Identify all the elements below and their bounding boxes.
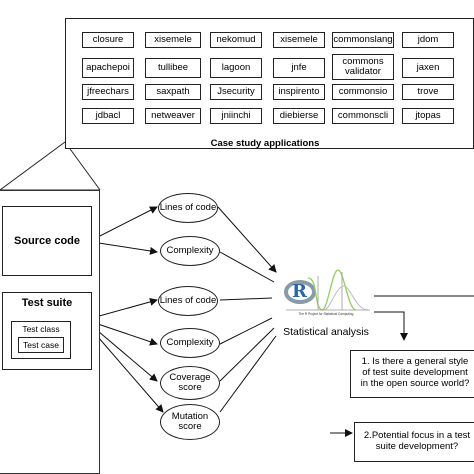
app-item: inspirento: [273, 84, 325, 100]
app-item: jnfe: [273, 58, 325, 78]
app-item: xisemele: [273, 32, 325, 48]
r-logo-graphic: [284, 269, 370, 311]
r-logo-letter: R: [292, 281, 307, 302]
app-item: trove: [402, 84, 454, 100]
arrow-to-question-1: [374, 311, 408, 341]
app-item: tullibee: [145, 58, 201, 78]
metric-complexity-test: Complexity: [160, 328, 220, 358]
app-item: commonsio: [332, 84, 394, 100]
app-item: lagoon: [210, 58, 262, 78]
metric-label: Mutation score: [171, 410, 209, 432]
app-item: commonslang: [332, 32, 394, 48]
app-item: jfreechars: [82, 84, 134, 100]
app-item: nekomud: [210, 32, 262, 48]
source-code-box: Source code: [2, 206, 92, 276]
arrow-source-loc: [91, 206, 158, 241]
metric-label: Lines of code: [159, 201, 217, 213]
app-item: jdbacl: [82, 108, 134, 124]
app-item: commonscli: [332, 108, 394, 124]
app-item: netweaver: [145, 108, 201, 124]
arrow-to-analysis: [219, 317, 273, 345]
metric-label: Lines of code: [159, 294, 217, 306]
test-class-box: Test class Test case: [11, 321, 71, 359]
test-suite-label: Test suite: [21, 297, 73, 309]
metric-lines-of-code-source: Lines of code: [158, 193, 218, 223]
question-1-box: 1. Is there a general style of test suit…: [350, 350, 474, 398]
arrow-test-loc: [91, 298, 158, 319]
arrow-to-analysis: [219, 251, 275, 283]
app-item: jaxen: [402, 58, 454, 78]
arrow-to-analysis: [219, 327, 275, 382]
metric-mutation-score: Mutation score: [160, 404, 220, 440]
arrow-to-analysis: [219, 335, 277, 413]
case-study-title: Case study applications: [210, 138, 320, 149]
app-item: closure: [82, 32, 134, 48]
app-item: saxpath: [145, 84, 201, 100]
statistical-analysis-label: Statistical analysis: [283, 326, 369, 338]
metric-label: Coverage score: [169, 371, 211, 393]
arrow-test-complexity: [91, 321, 158, 346]
source-code-label: Source code: [13, 235, 81, 247]
app-item: jdom: [402, 32, 454, 48]
app-item: Jsecurity: [210, 84, 262, 100]
question-1-text: 1. Is there a general style of test suit…: [360, 356, 470, 389]
metric-coverage-score: Coverage score: [160, 366, 220, 400]
metric-label: Complexity: [166, 336, 214, 348]
test-class-label: Test class: [22, 324, 60, 334]
arrow-test-mutation: [91, 329, 164, 413]
arrow-to-analysis: [219, 297, 273, 301]
test-suite-box: Test suite Test class Test case: [2, 292, 92, 370]
metric-complexity-source: Complexity: [160, 236, 220, 266]
arrow-test-coverage: [91, 325, 158, 382]
r-logo-caption: The R Project for Statistical Computing: [298, 312, 354, 316]
question-2-box: 2.Potential focus in a test suite develo…: [354, 422, 474, 462]
app-item: xisemele: [145, 32, 201, 48]
arrow-source-complexity: [91, 241, 158, 255]
app-item: jtopas: [402, 108, 454, 124]
app-item: diebierse: [273, 108, 325, 124]
app-item: commons validator: [332, 54, 394, 80]
question-2-text: 2.Potential focus in a test suite develo…: [363, 430, 471, 452]
metric-lines-of-code-test: Lines of code: [158, 286, 218, 316]
app-item: apachepoi: [82, 58, 134, 78]
metric-label: Complexity: [166, 244, 214, 256]
arrow-to-analysis: [217, 206, 277, 273]
perspective-line: [0, 141, 66, 191]
perspective-line: [64, 141, 101, 191]
r-logo: R The R Project for Statistical Computin…: [278, 268, 374, 322]
test-case-box: Test case: [18, 337, 64, 353]
test-case-label: Test case: [23, 340, 59, 350]
app-item: jniinchi: [210, 108, 262, 124]
